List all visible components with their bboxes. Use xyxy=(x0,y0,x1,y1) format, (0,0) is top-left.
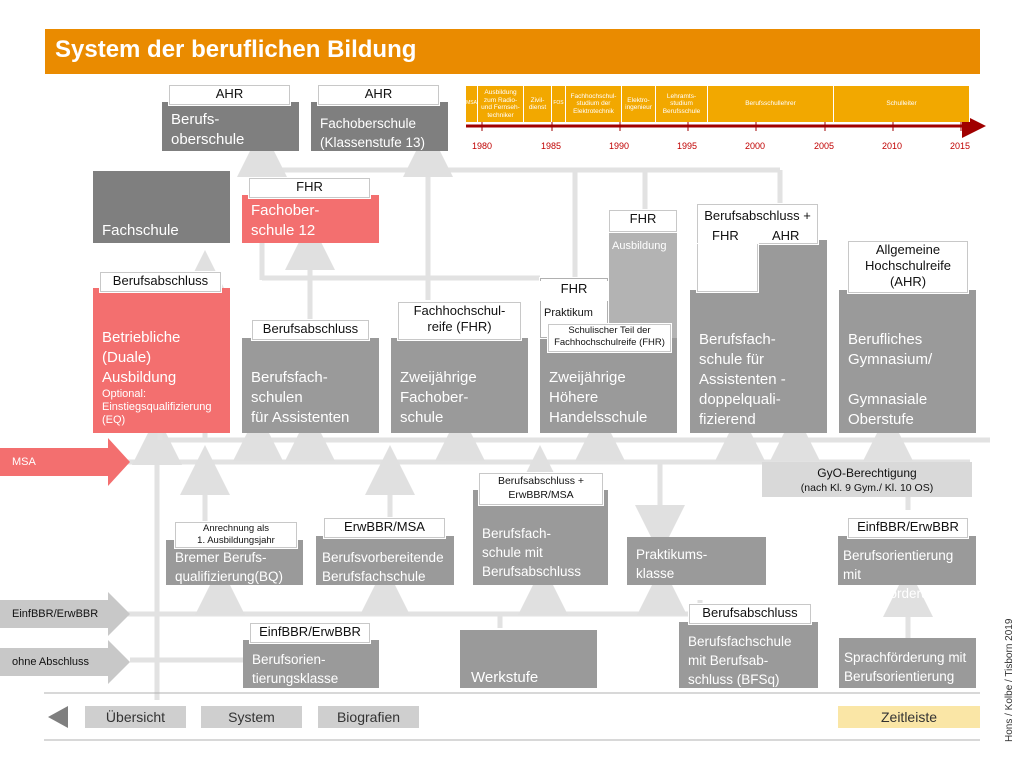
box-berufsoberschule[interactable]: Berufs- oberschule xyxy=(162,102,299,151)
timeline-box-zivildienst: Zivil-dienst xyxy=(524,86,552,122)
label-berufsabschluss-plus xyxy=(697,204,818,244)
box-bfsq[interactable]: Berufsfachschule mit Berufsab- schluss (… xyxy=(679,622,818,688)
side-label-ohne-abschluss: ohne Abschluss xyxy=(12,656,90,668)
timeline-year: 2015 xyxy=(950,141,971,151)
timeline-box-elektroingenieur: Elektro-ingenieur xyxy=(622,86,656,122)
nav-uebersicht-button[interactable]: Übersicht xyxy=(85,706,186,728)
box-berufsorientierungsklasse[interactable]: Berufsorien- tierungsklasse xyxy=(243,640,379,688)
box-zweijaehrige-fachoberschule[interactable]: Zweijährige Fachober- schule xyxy=(391,338,528,433)
timeline-year: 1995 xyxy=(677,141,698,151)
timeline-box-ausbildung: Ausbildung zum Radio- und Fernseh-techni… xyxy=(478,86,524,122)
label-berufsabschluss: Berufsabschluss xyxy=(252,320,369,340)
credit: Hons / Kolbe / Tisborn 2019 xyxy=(1004,618,1015,742)
timeline-year: 1990 xyxy=(609,141,630,151)
box-bfs-berufsabschluss[interactable]: Berufsfach- schule mit Berufsabschluss xyxy=(473,490,608,585)
label-fhr: FHR xyxy=(249,178,370,198)
page-title: System der beruflichen Bildung xyxy=(55,36,417,63)
label-fachhochschulreife: Fachhochschul- reife (FHR) xyxy=(398,302,521,340)
box-berufliches-gymnasium[interactable]: Berufliches Gymnasium/ Gymnasiale Oberst… xyxy=(839,290,976,433)
box-bfs-assistenten[interactable]: Berufsfach- schulen für Assistenten xyxy=(242,338,379,433)
box-hoehere-handelsschule[interactable]: Zweijährige Höhere Handelsschule xyxy=(540,338,677,433)
box-fachschule[interactable]: Fachschule xyxy=(93,171,230,243)
label-ahr: AHR xyxy=(772,228,800,243)
box-fachoberschule-13[interactable]: Fachoberschule (Klassenstufe 13) xyxy=(311,102,448,151)
label-einfbbr-erwbbr: EinfBBR/ErwBBR xyxy=(848,518,968,538)
timeline-box-fos: FOS xyxy=(552,86,566,122)
timeline-year: 1980 xyxy=(472,141,493,151)
title-bar xyxy=(45,29,980,74)
box-ausbildung[interactable]: Ausbildung xyxy=(609,232,677,338)
timeline-year: 1985 xyxy=(541,141,562,151)
label-schulischer-teil-fhr: Schulischer Teil der Fachhochschulreife … xyxy=(548,324,671,352)
label-allgemeine-hochschulreife: Allgemeine Hochschulreife (AHR) xyxy=(848,241,968,293)
timeline-box-msa: MSA xyxy=(466,86,478,122)
label-berufsabschluss-erwbbr: Berufsabschluss + ErwBBR/MSA xyxy=(479,473,603,505)
side-label-msa: MSA xyxy=(12,456,36,468)
box-berufsvorbereitende-bfs[interactable]: Berufsvorbereitende Berufsfachschule xyxy=(316,536,454,585)
label-fhr: FHR xyxy=(540,281,608,301)
label-anrechnung: Anrechnung als 1. Ausbildungsjahr xyxy=(175,522,297,548)
box-praktikumsklasse[interactable]: Praktikums- klasse xyxy=(627,537,766,585)
timeline-year: 2005 xyxy=(814,141,835,151)
box-bo-sprachfoerderung[interactable]: Berufsorientierung mit Sprachförderung xyxy=(838,536,976,601)
box-fachoberschule-12[interactable]: Fachober- schule 12 xyxy=(242,195,379,243)
nav-zeitleiste-button[interactable]: Zeitleiste xyxy=(838,706,980,728)
timeline-box-schulleiter: Schulleiter xyxy=(834,86,970,122)
timeline-box-lehramt: Lehramts-studium Berufsschule xyxy=(656,86,708,122)
timeline-box-fh-studium: Fachhochschul-studium der Elektrotechnik xyxy=(566,86,622,122)
box-bfs-doppelqualifizierend[interactable]: Berufsfach- schule für Assistenten - dop… xyxy=(690,290,827,433)
label-fhr: FHR xyxy=(609,210,677,232)
gyo-berechtigung: GyO-Berechtigung(nach Kl. 9 Gym./ Kl. 10… xyxy=(762,462,972,497)
box-werkstufe[interactable]: Werkstufe xyxy=(460,630,597,688)
label-ahr: AHR xyxy=(318,85,439,105)
box-doppel-ahr xyxy=(758,240,827,295)
timeline-year: 2010 xyxy=(882,141,903,151)
label-einfbbr-erwbbr: EinfBBR/ErwBBR xyxy=(250,623,370,643)
label-erwbbr-msa: ErwBBR/MSA xyxy=(324,518,445,538)
label-berufsabschluss: Berufsabschluss xyxy=(100,272,221,292)
label-berufsabschluss: Berufsabschluss xyxy=(689,604,811,624)
timeline-box-berufsschullehrer: Berufsschullehrer xyxy=(708,86,834,122)
box-sprachfoerderung-bo[interactable]: Sprachförderung mit Berufsorientierung xyxy=(839,638,976,688)
back-arrow-icon[interactable] xyxy=(46,704,70,730)
nav-biografien-button[interactable]: Biografien xyxy=(318,706,419,728)
side-label-einfbbr: EinfBBR/ErwBBR xyxy=(12,608,99,620)
label-ahr: AHR xyxy=(169,85,290,105)
label-fhr: FHR xyxy=(712,228,739,243)
praktikum-label: Praktikum xyxy=(544,307,593,319)
nav-system-button[interactable]: System xyxy=(201,706,302,728)
fhr-bracket xyxy=(697,244,758,292)
timeline-year: 2000 xyxy=(745,141,766,151)
